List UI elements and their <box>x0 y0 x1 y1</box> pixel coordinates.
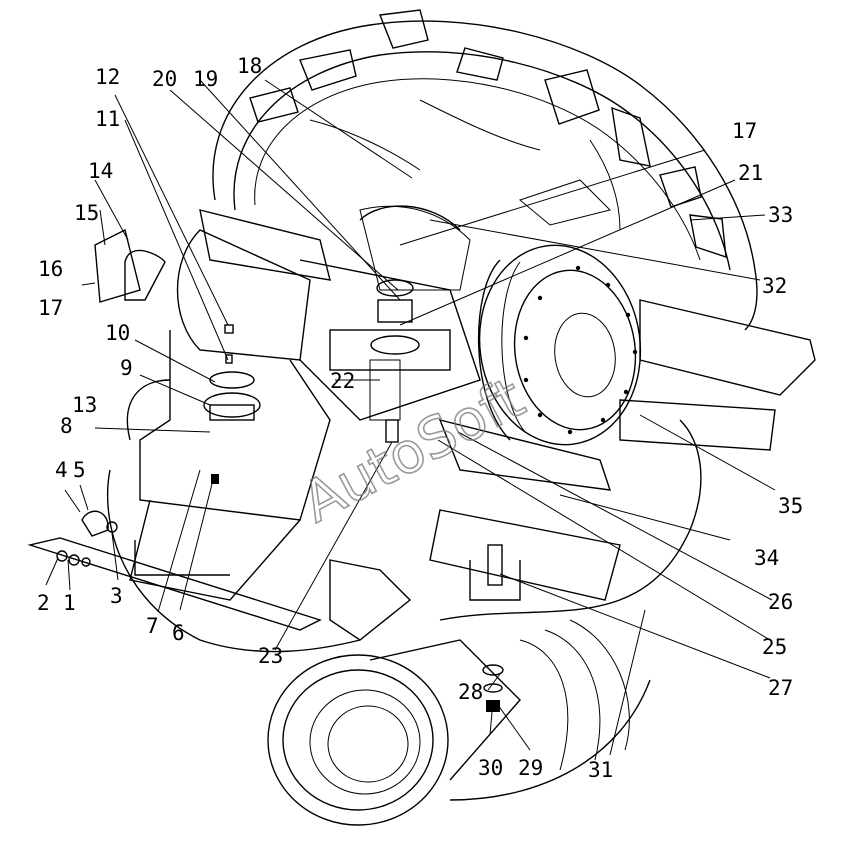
callout-17-right: 17 <box>732 119 757 143</box>
callout-5: 5 <box>73 458 86 482</box>
callout-12: 12 <box>95 65 120 89</box>
callout-10: 10 <box>105 321 130 345</box>
callout-30: 30 <box>478 756 503 780</box>
callout-9: 9 <box>120 356 133 380</box>
callout-21: 21 <box>738 161 763 185</box>
callout-6: 6 <box>172 621 185 645</box>
callout-27: 27 <box>768 676 793 700</box>
small-parts-drawing <box>56 228 521 712</box>
callout-labels: 1 2 3 4 5 6 7 8 9 10 11 12 13 14 15 16 1… <box>37 54 803 782</box>
callout-25: 25 <box>762 635 787 659</box>
callout-20: 20 <box>152 67 177 91</box>
leader-lines <box>45 79 776 756</box>
callout-11: 11 <box>95 107 120 131</box>
callout-33: 33 <box>768 203 793 227</box>
callout-31: 31 <box>588 758 613 782</box>
callout-23: 23 <box>258 644 283 668</box>
callout-3: 3 <box>110 584 123 608</box>
callout-17-left: 17 <box>38 296 63 320</box>
callout-35: 35 <box>778 494 803 518</box>
watermark: AutoSoft <box>292 365 535 535</box>
callout-15: 15 <box>74 201 99 225</box>
callout-2: 2 <box>37 591 50 615</box>
callout-22: 22 <box>330 369 355 393</box>
front-tire-drawing <box>267 419 702 826</box>
frame-rail-drawing <box>27 209 816 631</box>
callout-16: 16 <box>38 257 63 281</box>
callout-13: 13 <box>72 393 97 417</box>
callout-14: 14 <box>88 159 113 183</box>
callout-28: 28 <box>458 680 483 704</box>
wheel-hub-drawing <box>477 244 642 446</box>
left-fender-drawing <box>106 379 361 653</box>
rear-tire-drawing <box>212 9 758 331</box>
callout-8: 8 <box>60 414 73 438</box>
callout-34: 34 <box>754 546 779 570</box>
callout-4: 4 <box>55 458 68 482</box>
callout-1: 1 <box>63 591 76 615</box>
callout-32: 32 <box>762 274 787 298</box>
callout-29: 29 <box>518 756 543 780</box>
callout-7: 7 <box>146 614 159 638</box>
callout-18: 18 <box>237 54 262 78</box>
callout-19: 19 <box>193 67 218 91</box>
callout-26: 26 <box>768 590 793 614</box>
